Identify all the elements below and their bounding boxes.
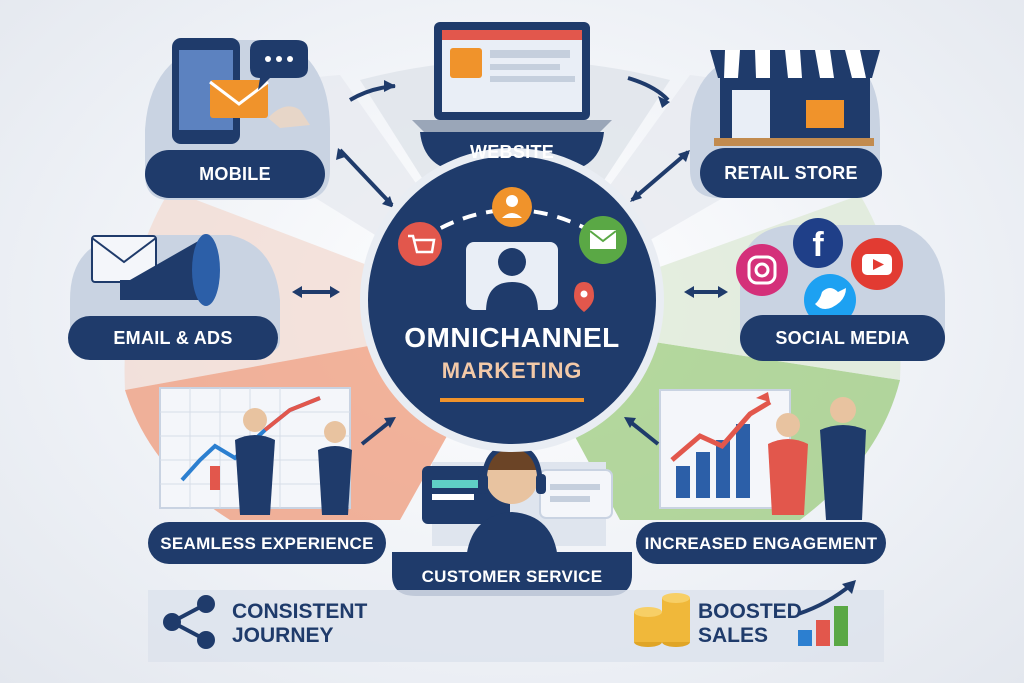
arrow-heads [292,80,728,428]
website-label: WEBSITE [469,142,555,162]
bar-chart-graphic [670,392,772,498]
social-media-label: SOCIAL MEDIA [775,328,910,348]
boosted-sales-line-2: SALES [698,624,769,647]
shopping-cart-icon [398,222,442,266]
businessman-figure [235,408,275,515]
share-icon [163,595,215,649]
customer-service-card [392,443,632,596]
retail-store-label: RETAIL STORE [724,163,858,183]
megaphone-icon [120,234,220,306]
storefront-icon [710,50,880,146]
envelope-icon [91,235,157,283]
boosted-sales-line-1: BOOSTED [698,600,802,623]
growth-chart-icon [797,580,856,646]
youtube-icon [851,238,903,290]
customer-service-label: CUSTOMER SERVICE [421,566,603,586]
svg-text:f: f [812,226,824,264]
businesswoman-figure [768,413,808,515]
facebook-icon: f [793,218,843,268]
social-card: f [736,218,945,361]
location-pin-icon [574,282,594,312]
center-subtitle: MARKETING [441,358,583,383]
email-ads-card [68,234,280,360]
consistent-journey-line-2: JOURNEY [232,624,334,647]
increased-engagement-label: INCREASED ENGAGEMENT [644,533,878,553]
user-icon [492,187,532,227]
benefit-strip [148,580,884,662]
center-hub [360,148,664,452]
consistent-journey-line-1: CONSISTENT [232,600,368,623]
businesswoman-figure [318,421,352,515]
instagram-icon [736,244,788,296]
envelope-icon [579,216,627,264]
laptop-icon [412,22,612,132]
businessman-figure [820,397,866,520]
twitter-icon [804,274,856,326]
engagement-card [636,389,886,564]
coins-icon [634,593,690,647]
mobile-label: MOBILE [199,164,271,184]
headset-agent-icon [466,443,558,560]
email-ads-label: EMAIL & ADS [113,328,233,348]
customer-avatar-icon [466,242,558,312]
seamless-card [148,387,386,564]
seamless-experience-label: SEAMLESS EXPERIENCE [160,533,374,553]
retail-card [690,50,882,198]
consistent-journey-text: CONSISTENT JOURNEY [232,600,367,648]
center-title: OMNICHANNEL [404,322,620,353]
mobile-card [145,38,330,200]
boosted-sales-text: BOOSTED SALES [698,600,802,648]
chat-bubble-icon [250,40,308,90]
